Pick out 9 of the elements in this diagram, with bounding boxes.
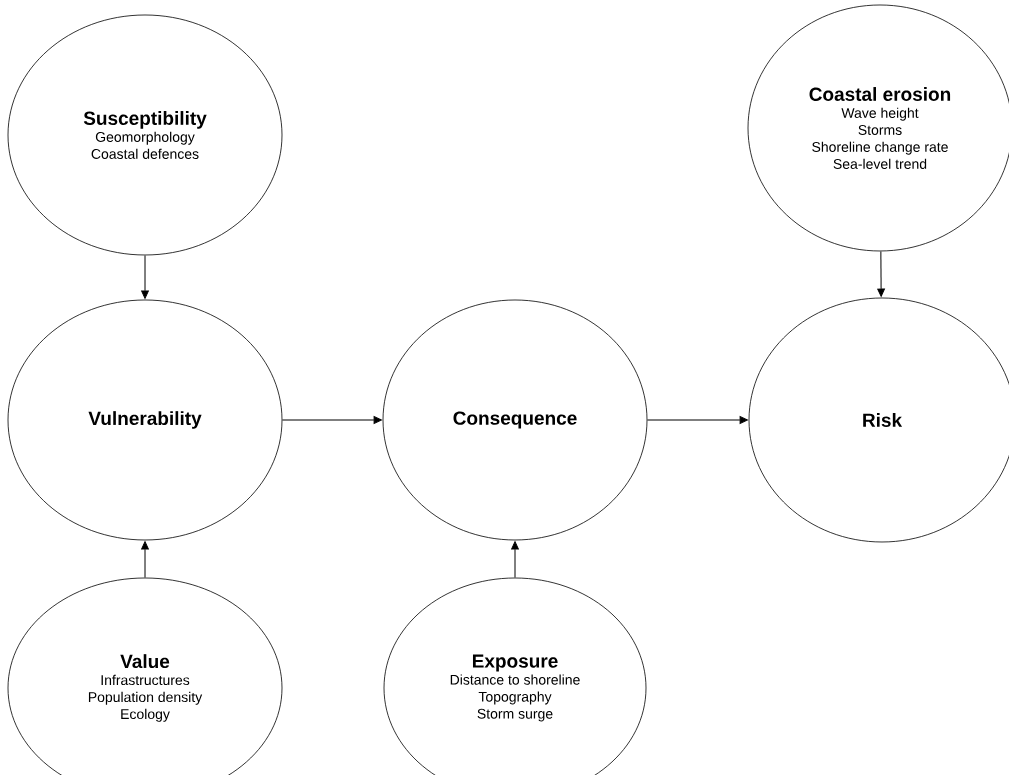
arrow xyxy=(281,416,382,424)
ellipse-node: Consequence xyxy=(382,299,648,541)
arrow xyxy=(141,254,149,299)
arrow xyxy=(646,416,748,424)
arrow xyxy=(511,541,519,579)
arrow xyxy=(141,541,149,579)
ellipse-node: Vulnerability xyxy=(7,299,283,541)
ellipse-node: Susceptibility Geomorphology Coastal defences xyxy=(7,14,283,256)
arrow xyxy=(877,250,885,297)
